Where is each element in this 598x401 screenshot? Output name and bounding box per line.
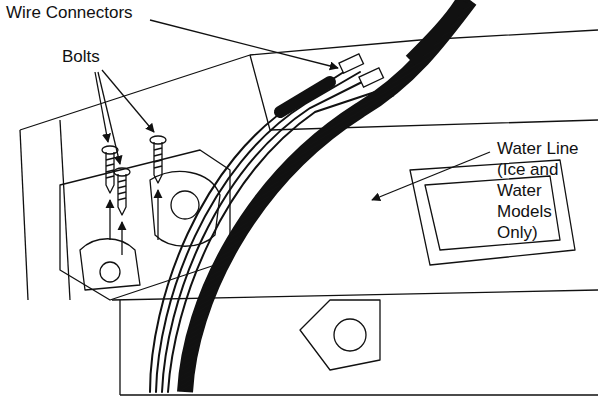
panel-edge — [20, 30, 598, 130]
part-label: Water Line (Ice and Water Models Only) — [497, 138, 595, 243]
bolt — [114, 168, 130, 215]
part-label: Wire Connectors — [6, 2, 206, 23]
water-line — [185, 0, 470, 392]
part-label: Bolts — [62, 46, 142, 67]
hinge-bracket — [60, 150, 230, 300]
bolt — [150, 136, 166, 183]
